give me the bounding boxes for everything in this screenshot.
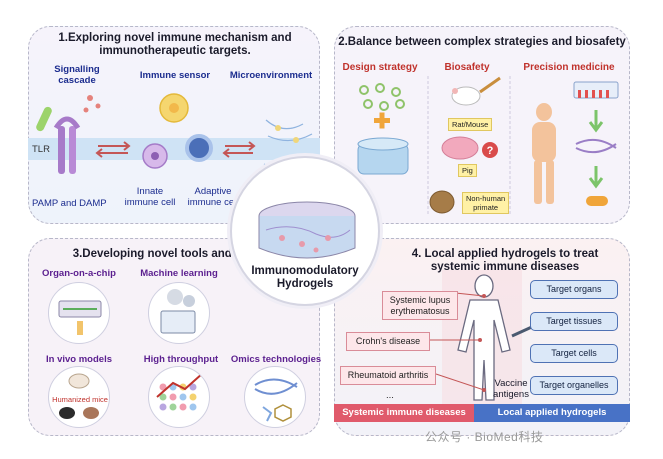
omics-circle bbox=[244, 366, 306, 428]
question-mark-text: ? bbox=[487, 145, 494, 157]
right-arrow-icon bbox=[225, 141, 256, 151]
panel2-title: 2.Balance between complex strategies and… bbox=[338, 36, 626, 48]
left-arrow-icon bbox=[222, 148, 253, 158]
human-outline-icon bbox=[457, 274, 511, 401]
damp-dot-icon bbox=[83, 107, 89, 113]
ellipsis: ... bbox=[386, 390, 394, 401]
mice-icon bbox=[59, 373, 99, 419]
pig-tag: Pig bbox=[458, 164, 477, 177]
microenvironment-label: Microenvironment bbox=[229, 70, 313, 81]
systemic-diseases-bar: Systemic immune diseases bbox=[334, 404, 474, 422]
center-title-line2: Hydrogels bbox=[276, 278, 334, 290]
precision-medicine-label: Precision medicine bbox=[523, 62, 615, 73]
hydrogel-dish-icon bbox=[258, 201, 356, 259]
machine-learning-circle bbox=[148, 282, 210, 344]
humanized-mice-label: Humanized mice bbox=[52, 395, 108, 404]
pill-icon bbox=[586, 196, 608, 206]
tlr-receptor-icon bbox=[58, 126, 65, 174]
target-organelles-box: Target organelles bbox=[530, 376, 618, 395]
local-hydrogels-bar: Local applied hydrogels bbox=[474, 404, 630, 422]
tlr-label: TLR bbox=[32, 144, 50, 155]
tlr-receptor-icon bbox=[53, 116, 81, 130]
panel1-title-line1: 1.Exploring novel immune mechanism and bbox=[58, 32, 292, 44]
center-title-line1: Immunomodulatory bbox=[251, 265, 359, 277]
organ-chip-circle bbox=[48, 282, 110, 344]
machine-learning-label: Machine learning bbox=[140, 268, 218, 279]
panel1-illustration bbox=[28, 93, 320, 185]
down-arrow-icon bbox=[588, 166, 604, 189]
human-body-icon bbox=[536, 103, 552, 121]
syringe-icon bbox=[479, 76, 501, 94]
in-vivo-circle bbox=[48, 366, 110, 428]
primate-icon bbox=[429, 190, 455, 214]
biosafety-label: Biosafety bbox=[444, 62, 490, 73]
membrane-band bbox=[28, 138, 320, 160]
left-arrow-icon bbox=[95, 148, 128, 158]
rat-mouse-tag: Rat/Mouse bbox=[448, 118, 493, 131]
damp-dot-icon bbox=[95, 103, 101, 109]
question-badge-icon bbox=[482, 142, 498, 158]
dna-icon bbox=[575, 138, 617, 154]
panel2-illustration: ? bbox=[357, 76, 619, 216]
plate-grid-icon bbox=[156, 372, 204, 411]
center-hydrogel-circle bbox=[230, 156, 380, 306]
panel3-title: 3.Developing novel tools and models bbox=[72, 248, 276, 260]
ra-box: Rheumatoid arthritis bbox=[340, 366, 436, 385]
pig-icon bbox=[441, 136, 479, 160]
target-organs-box: Target organs bbox=[530, 280, 618, 299]
high-throughput-label: High throughput bbox=[143, 354, 219, 365]
mouse-icon bbox=[451, 86, 481, 106]
target-cells-box: Target cells bbox=[530, 344, 618, 363]
in-vivo-label: In vivo models bbox=[46, 354, 112, 365]
watermark: 公众号 · BioMed科技 bbox=[425, 430, 544, 444]
pamp-damp-label: PAMP and DAMP bbox=[32, 198, 107, 209]
organ-chip-icon bbox=[58, 300, 102, 335]
high-throughput-circle bbox=[148, 366, 210, 428]
down-arrow-icon bbox=[588, 110, 604, 133]
organ-chip-label: Organ-on-a-chip bbox=[42, 268, 116, 279]
nanoparticles-icon bbox=[359, 83, 405, 111]
panel1-title-line2: immunotherapeutic targets. bbox=[99, 45, 251, 57]
omics-label: Omics technologies bbox=[230, 354, 322, 365]
target-tissues-box: Target tissues bbox=[530, 312, 618, 331]
tlr-receptor-icon bbox=[69, 126, 76, 174]
immune-sensor-label: Immune sensor bbox=[139, 70, 211, 81]
right-arrow-icon bbox=[98, 141, 131, 151]
center-title: Immunomodulatory Hydrogels bbox=[230, 265, 380, 291]
damp-dot-icon bbox=[87, 95, 93, 101]
immune-sensor-nucleus-icon bbox=[169, 103, 179, 113]
machine-learning-icon bbox=[160, 289, 196, 334]
adaptive-immune-cell-icon bbox=[185, 134, 213, 162]
crohn-box: Crohn's disease bbox=[346, 332, 430, 351]
fiber-network-icon bbox=[263, 119, 315, 185]
design-strategy-label: Design strategy bbox=[342, 62, 418, 73]
panel1-title: 1.Exploring novel immune mechanism and i… bbox=[40, 32, 310, 58]
omics-icon bbox=[254, 378, 298, 422]
bacterium-icon bbox=[36, 106, 52, 132]
